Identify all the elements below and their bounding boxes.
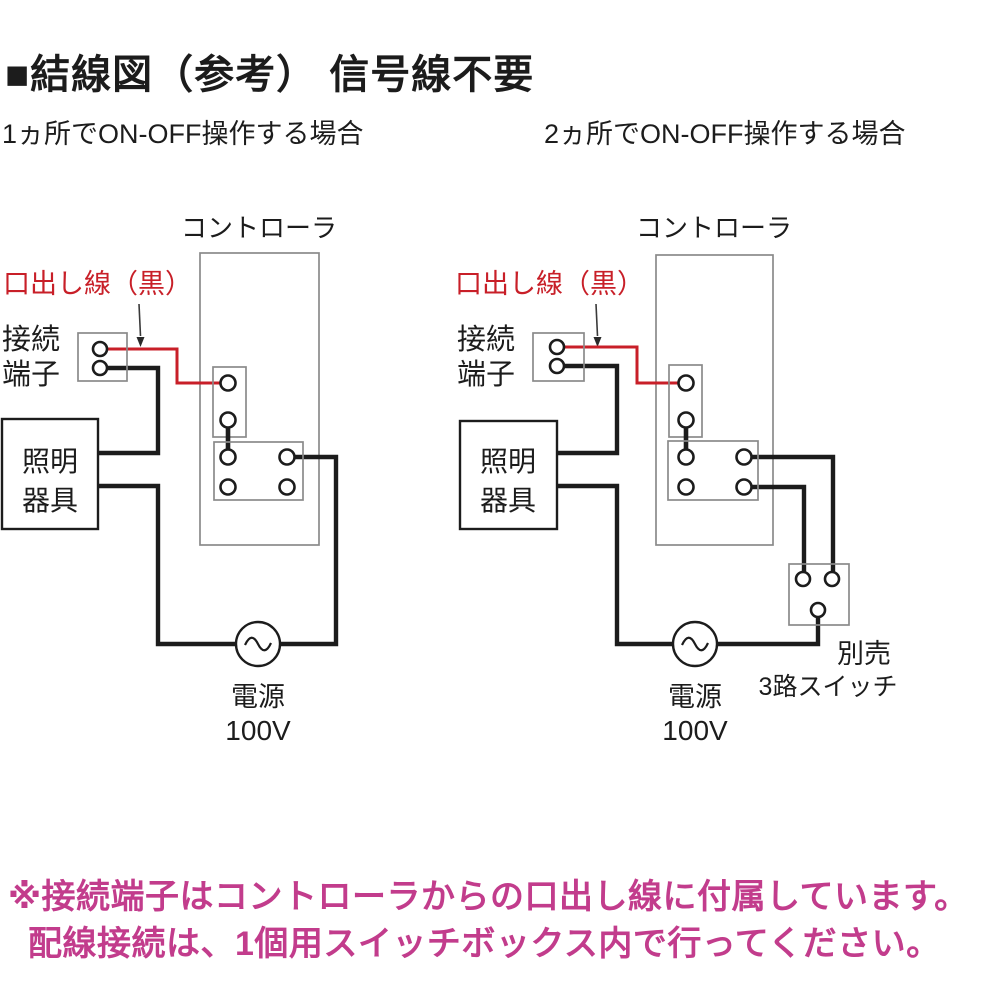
switch-contact xyxy=(809,601,827,619)
terminal-contact xyxy=(91,340,109,358)
relay-contact xyxy=(677,478,695,496)
lighting-fixture-box xyxy=(458,419,559,531)
connection-terminal-box xyxy=(532,332,585,382)
switch-contact xyxy=(794,570,812,588)
page-title: ■結線図（参考） 信号線不要 xyxy=(5,53,535,97)
relay-lower-box xyxy=(667,440,759,501)
controller-box xyxy=(199,252,320,546)
relay-contact xyxy=(278,478,296,496)
lead-wire-red xyxy=(564,345,678,385)
relay-contact xyxy=(219,374,237,392)
heading-two-locations: 2ヵ所でON-OFF操作する場合 xyxy=(544,119,906,149)
ac-wave-icon xyxy=(681,636,709,652)
power-label: 電源 xyxy=(668,682,722,712)
switch-label-line2: 3路スイッチ xyxy=(759,673,898,701)
terminal-contact xyxy=(548,357,566,375)
power-label: 電源 xyxy=(231,682,285,712)
lighting-fixture-label-line2: 器具 xyxy=(480,485,536,516)
terminal-contact xyxy=(548,338,566,356)
arrow-down-icon xyxy=(136,337,145,347)
wire-relay-to-switch-lower xyxy=(751,484,807,572)
relay-contact xyxy=(735,448,753,466)
lead-wire-label: 口出し線（黒） xyxy=(3,269,192,299)
wire-power-to-switch xyxy=(717,617,821,647)
footnote-line1: ※接続端子はコントローラからの口出し線に付属しています。 xyxy=(8,878,969,916)
lighting-fixture-label-line2: 器具 xyxy=(22,485,78,516)
wire-terminal-to-fixture xyxy=(557,363,620,456)
diagram-one-location: コントローラ 口出し線（黒） 接続 端子 照明 器具 電源 100V xyxy=(0,213,339,746)
relay-contact xyxy=(219,448,237,466)
three-way-switch-box xyxy=(788,563,850,626)
wire-power-to-relay xyxy=(280,454,339,647)
power-voltage-label: 100V xyxy=(225,715,291,746)
heading-one-location: 1ヵ所でON-OFF操作する場合 xyxy=(2,119,364,149)
diagram-two-locations: コントローラ 口出し線（黒） 接続 端子 照明 器具 xyxy=(455,213,898,746)
switch-contact xyxy=(823,570,841,588)
wire-relay-to-switch-upper xyxy=(751,454,836,572)
controller-label: コントローラ xyxy=(636,213,792,243)
controller-label: コントローラ xyxy=(181,213,337,243)
wire-fixture-to-power xyxy=(557,483,673,647)
relay-contact xyxy=(278,448,296,466)
footnote-line2: 配線接続は、1個用スイッチボックス内で行ってください。 xyxy=(28,925,941,963)
relay-lower-box xyxy=(213,441,304,501)
connection-terminal-box xyxy=(77,332,128,382)
relay-contact xyxy=(219,478,237,496)
relay-contact xyxy=(219,411,237,429)
wire-terminal-to-fixture xyxy=(98,365,161,456)
switch-label-line1: 別売 xyxy=(837,639,891,669)
connection-terminal-label-line1: 接続 xyxy=(2,323,60,356)
controller-box xyxy=(655,254,774,546)
lead-wire-pointer-line xyxy=(595,303,599,337)
lead-wire-red xyxy=(107,347,220,385)
relay-contact xyxy=(735,478,753,496)
relay-contact xyxy=(677,374,695,392)
connection-terminal-label-line2: 端子 xyxy=(457,358,515,391)
lighting-fixture-label-line1: 照明 xyxy=(480,446,536,477)
terminal-contact xyxy=(91,359,109,377)
relay-contact xyxy=(677,448,695,466)
connection-terminal-label-line2: 端子 xyxy=(2,358,60,391)
lead-wire-label: 口出し線（黒） xyxy=(455,269,644,299)
relay-contact xyxy=(677,411,695,429)
arrow-down-icon xyxy=(593,337,602,347)
connection-terminal-label-line1: 接続 xyxy=(457,323,515,356)
lead-wire-pointer-line xyxy=(138,303,142,337)
lighting-fixture-label-line1: 照明 xyxy=(22,446,78,477)
ac-wave-icon xyxy=(244,636,272,652)
power-voltage-label: 100V xyxy=(662,715,728,746)
wire-fixture-to-power xyxy=(98,483,236,647)
lighting-fixture-box xyxy=(0,417,100,531)
